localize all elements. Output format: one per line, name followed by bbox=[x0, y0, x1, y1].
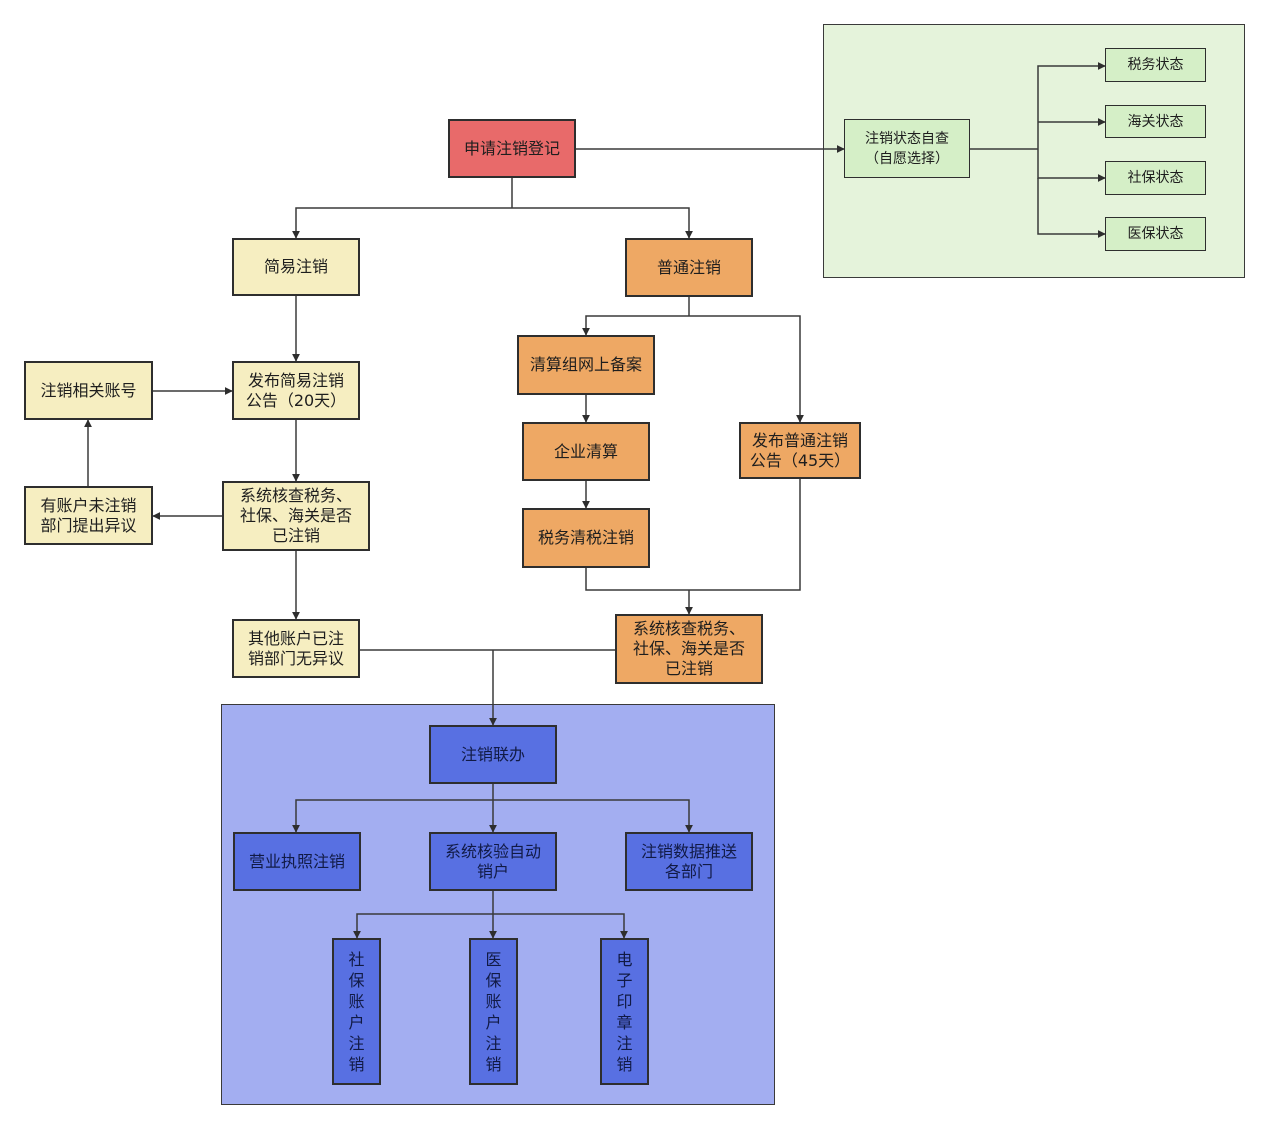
license-cancellation-node: 营业执照注销 bbox=[233, 832, 361, 891]
social-status-node: 社保状态 bbox=[1105, 161, 1206, 195]
edge-tax-merge bbox=[585, 568, 689, 591]
liquidation-node: 企业清算 bbox=[522, 422, 650, 481]
self-check-node: 注销状态自查 （自愿选择） bbox=[844, 119, 970, 178]
seal-cancel-node: 电 子 印 章 注 销 bbox=[600, 938, 649, 1085]
edge-to-medical-status bbox=[1037, 178, 1106, 238]
simple-notice-node: 发布简易注销 公告（20天） bbox=[232, 361, 360, 420]
normal-notice-node: 发布普通注销 公告（45天） bbox=[739, 422, 861, 479]
tax-status-node: 税务状态 bbox=[1105, 48, 1206, 82]
normal-system-check-node: 系统核查税务、 社保、海关是否 已注销 bbox=[615, 614, 763, 684]
edge-to-simple bbox=[292, 207, 512, 239]
edge-to-license bbox=[292, 799, 493, 833]
social-account-cancel-node: 社 保 账 户 注 销 bbox=[332, 938, 381, 1085]
edge-to-push bbox=[493, 799, 693, 833]
liquidation-filing-node: 清算组网上备案 bbox=[517, 335, 655, 395]
joint-cancellation-node: 注销联办 bbox=[429, 725, 557, 784]
related-accounts-node: 注销相关账号 bbox=[24, 361, 153, 420]
apply-cancellation-node: 申请注销登记 bbox=[448, 119, 576, 178]
objection-node: 有账户未注销 部门提出异议 bbox=[24, 486, 153, 545]
edge-notice-merge bbox=[689, 479, 801, 591]
edge-to-filing bbox=[582, 315, 689, 336]
tax-clearance-node: 税务清税注销 bbox=[522, 508, 650, 568]
edge-to-social-account bbox=[353, 913, 493, 939]
edge-to-seal bbox=[493, 913, 628, 939]
edge-to-tax-status bbox=[1037, 62, 1106, 149]
edge-to-social-status bbox=[1037, 149, 1106, 182]
medical-account-cancel-node: 医 保 账 户 注 销 bbox=[469, 938, 518, 1085]
medical-status-node: 医保状态 bbox=[1105, 217, 1206, 251]
push-data-node: 注销数据推送 各部门 bbox=[625, 832, 753, 891]
no-objection-node: 其他账户已注 销部门无异议 bbox=[232, 619, 360, 678]
normal-cancellation-node: 普通注销 bbox=[625, 238, 753, 297]
simple-cancellation-node: 简易注销 bbox=[232, 238, 360, 296]
edge-to-normal-notice bbox=[689, 315, 804, 423]
auto-account-close-node: 系统核验自动 销户 bbox=[429, 832, 557, 891]
customs-status-node: 海关状态 bbox=[1105, 105, 1206, 138]
edge-to-normal bbox=[512, 207, 693, 239]
simple-system-check-node: 系统核查税务、 社保、海关是否 已注销 bbox=[222, 481, 370, 551]
